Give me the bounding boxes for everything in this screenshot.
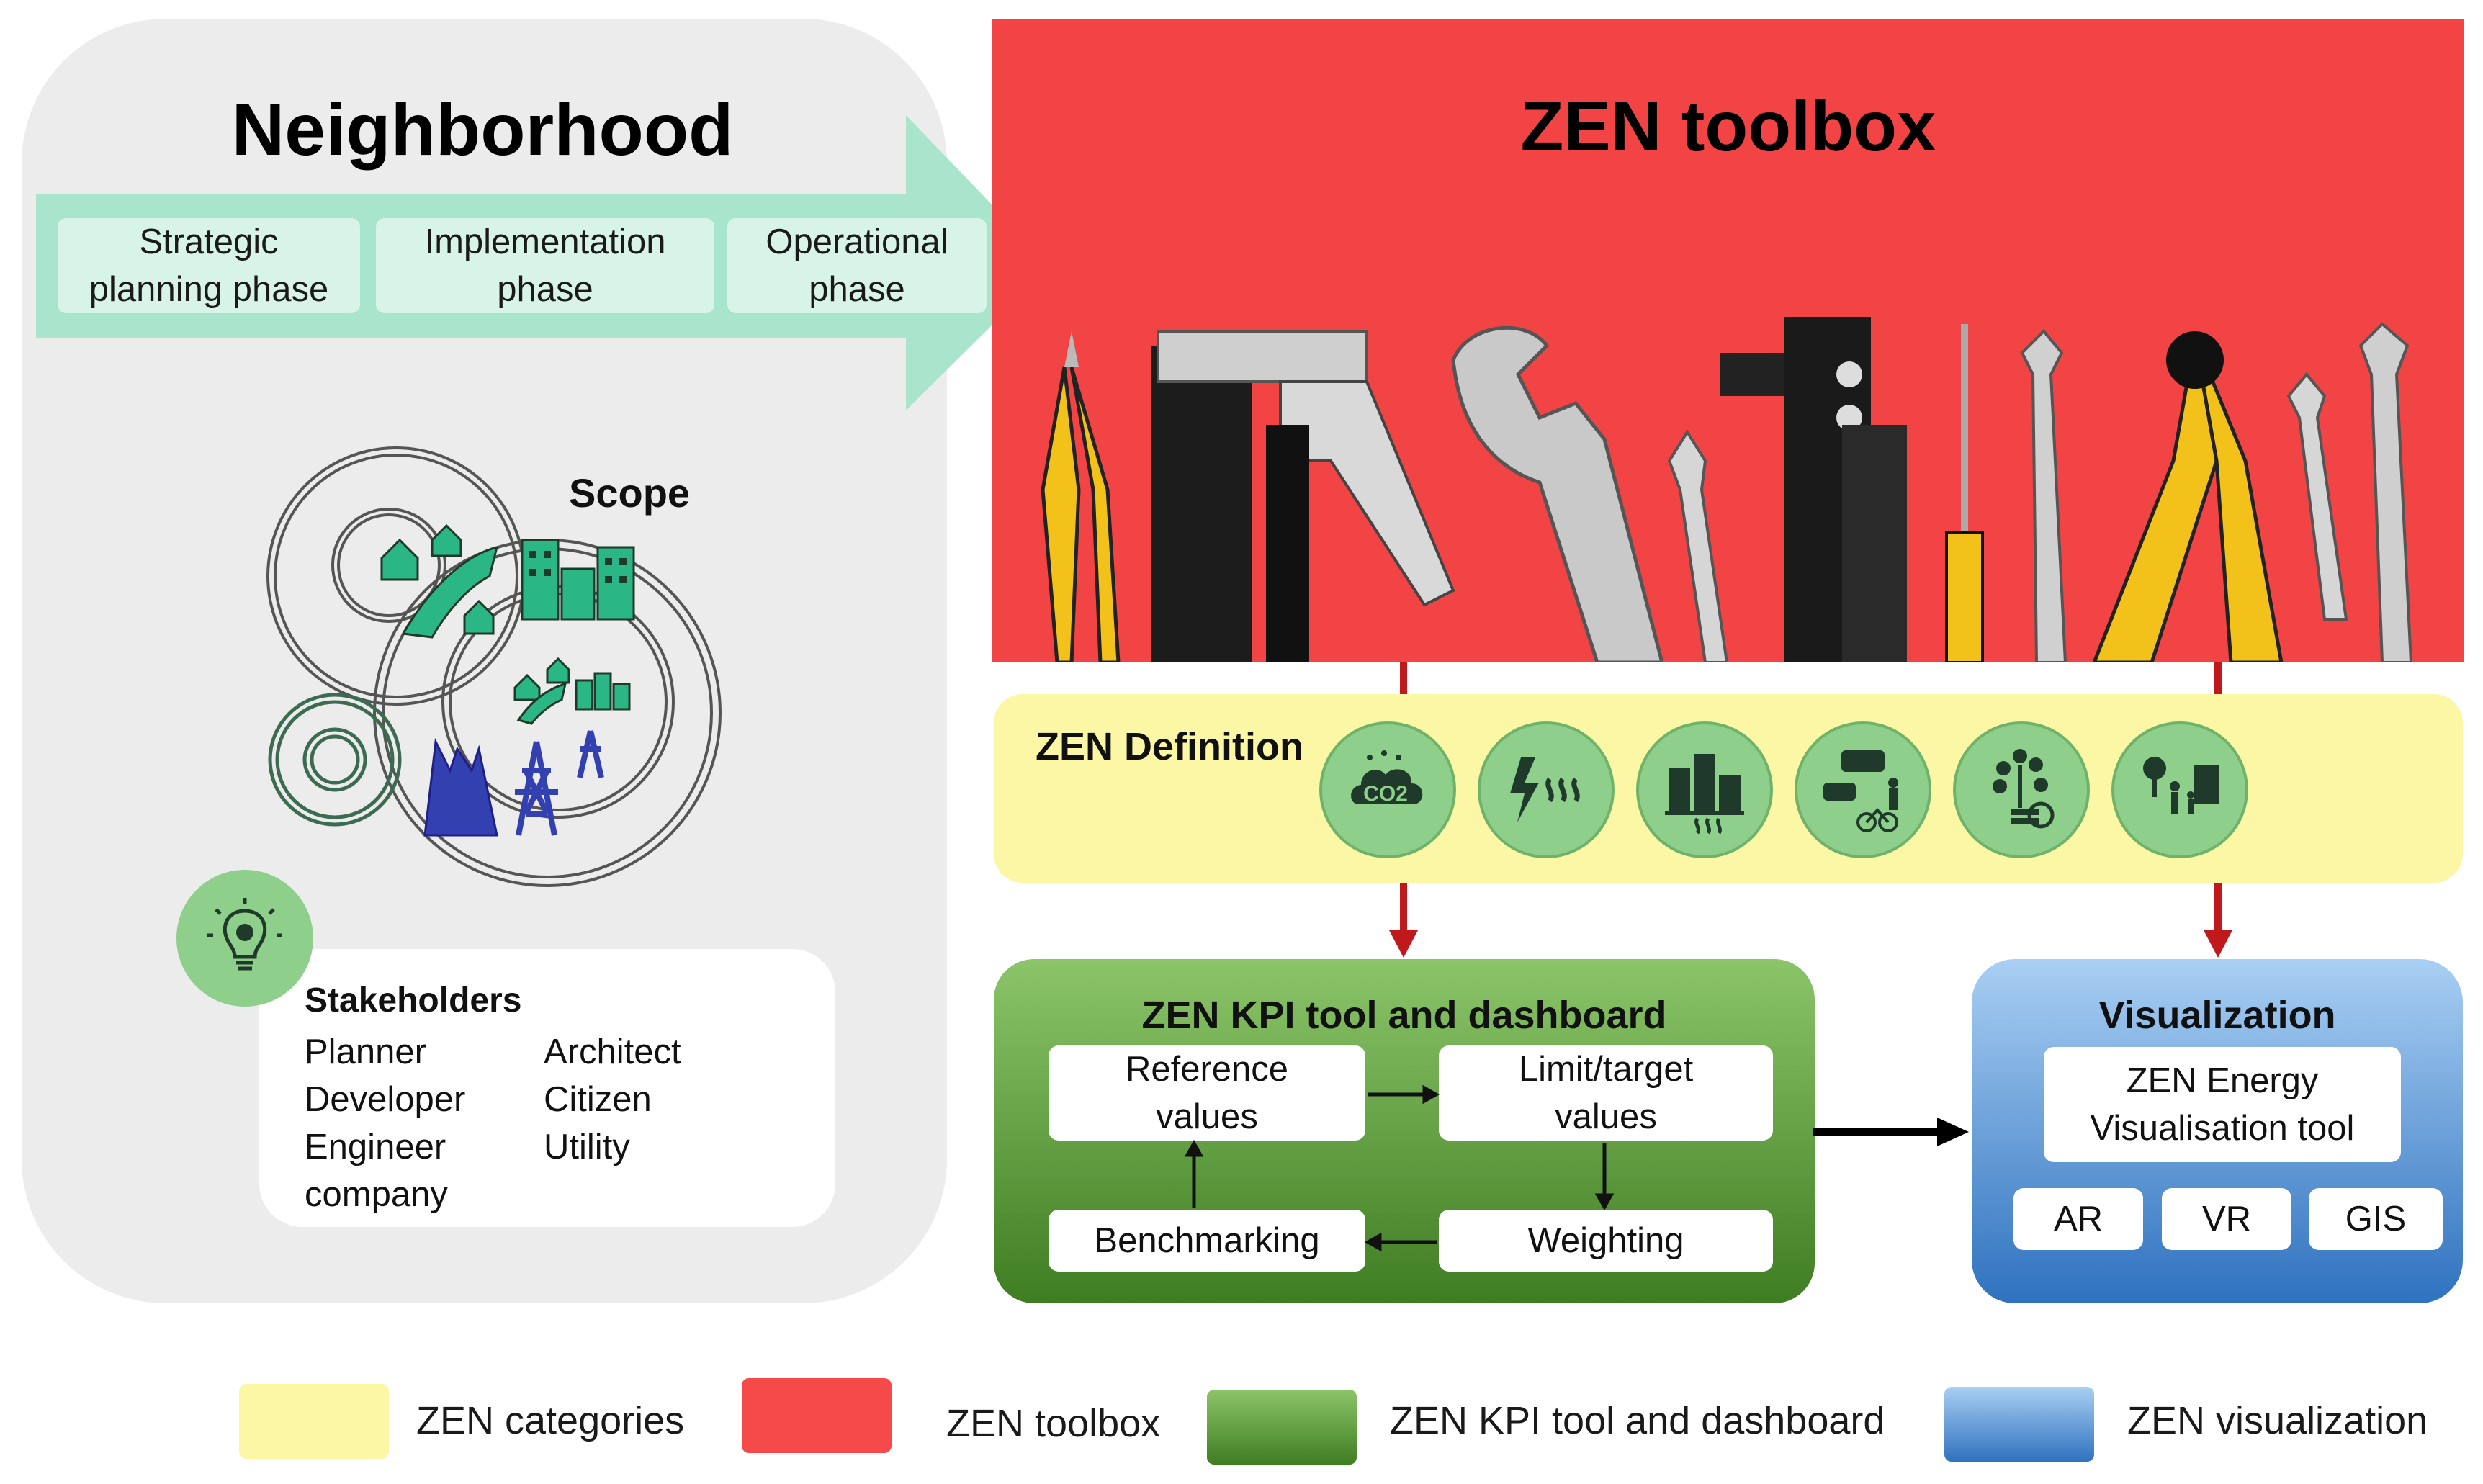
staple-gun-icon [1151,330,1455,662]
buildings-category-icon [1636,721,1773,858]
rivet-gun-icon [1720,317,1907,662]
economy-icon [1953,721,2090,858]
definition-title: ZEN Definition [1036,725,1303,768]
stakeholder-item: company [305,1175,448,1214]
wrench-icon [1667,429,1729,662]
cutting-pliers-icon [2092,331,2284,662]
mobility-icon [1795,721,1931,858]
kpi-weighting: Weighting [1439,1210,1773,1272]
stakeholder-item: Planner [305,1033,426,1071]
adjustable-wrench-icon [1451,325,1664,662]
reference-line2: values [1156,1097,1258,1136]
kpi-reference-values: Reference values [1049,1045,1365,1141]
ar-box: AR [2013,1188,2143,1250]
connector-line [1400,662,1407,696]
phase-implementation-line2: phase [497,270,593,309]
legend-swatch-visualization [1944,1387,2094,1462]
vis-tool-line1: ZEN Energy [2126,1061,2319,1100]
stakeholders-card [259,949,835,1227]
arrow-kpi-to-visualization [1813,1118,1969,1146]
dam-icon [423,737,498,837]
stakeholder-item: Utility [544,1128,630,1166]
arrow-down-to-visualization [2204,883,2232,958]
co2-text: CO2 [1363,782,1408,806]
stakeholders-title: Stakeholders [305,981,522,1020]
visualization-title: Visualization [2098,994,2336,1037]
gis-box: GIS [2309,1188,2443,1250]
scope-illustration [266,446,722,887]
phase-strategic: Strategic planning phase [58,218,360,313]
kpi-benchmarking: Benchmarking [1049,1210,1365,1272]
wrench-icon [2286,372,2348,621]
house-icon [380,523,495,635]
lightbulb-icon [176,870,313,1007]
phase-operational-line2: phase [809,270,905,309]
stakeholders-col2: Architect Citizen Utility [544,1028,681,1171]
phase-implementation: Implementation phase [376,218,714,313]
legend-label-categories: ZEN categories [416,1399,685,1442]
legend-label-kpi: ZEN KPI tool and dashboard [1390,1399,1885,1442]
kpi-title: ZEN KPI tool and dashboard [1141,994,1667,1037]
arrow-down-to-kpi [1389,883,1418,958]
connector-line [2214,662,2222,696]
limit-line2: values [1555,1097,1657,1136]
co2-icon: CO2 [1319,721,1456,858]
phase-strategic-line2: planning phase [89,270,329,309]
toolbox-title: ZEN toolbox [1520,86,1936,166]
kpi-flow-arrows [1184,1084,1615,1252]
stakeholder-item: Engineer [305,1128,446,1166]
energy-icon [1478,721,1615,858]
legend-swatch-toolbox [742,1378,892,1453]
phase-strategic-line1: Strategic [139,222,279,261]
legend-label-visualization: ZEN visualization [2127,1399,2428,1442]
open-wrench-icon [2020,329,2067,662]
neighborhood-title: Neighborhood [231,88,734,171]
stakeholders-col1: Planner Developer Engineer company [305,1028,465,1218]
scope-label: Scope [569,470,691,516]
stakeholder-item: Architect [544,1033,681,1071]
legend-label-toolbox: ZEN toolbox [946,1402,1161,1445]
spatial-qualities-icon [2111,721,2248,858]
phase-operational: Operational phase [727,218,987,313]
pliers-icon [1041,331,1121,662]
vis-tool-line2: Visualisation tool [2090,1109,2355,1148]
reference-line1: Reference [1125,1050,1289,1089]
limit-line1: Limit/target [1518,1050,1694,1089]
road-icon [401,545,499,639]
screwdriver-icon [1945,324,1984,662]
phase-implementation-line1: Implementation [424,222,666,261]
scope-ring-building [331,508,446,623]
vr-box: VR [2162,1188,2291,1250]
legend-swatch-categories [239,1384,389,1459]
stakeholder-item: Citizen [544,1080,652,1119]
phase-operational-line1: Operational [765,222,948,261]
kpi-limit-target-values: Limit/target values [1439,1045,1773,1141]
tower-icon [515,730,604,836]
buildings-icon [521,539,635,621]
wrench-icon [2358,322,2413,662]
district-ring-icon [268,693,402,827]
tools-illustration [1041,317,2413,662]
legend-swatch-kpi [1207,1390,1357,1465]
stakeholder-item: Developer [305,1080,466,1119]
